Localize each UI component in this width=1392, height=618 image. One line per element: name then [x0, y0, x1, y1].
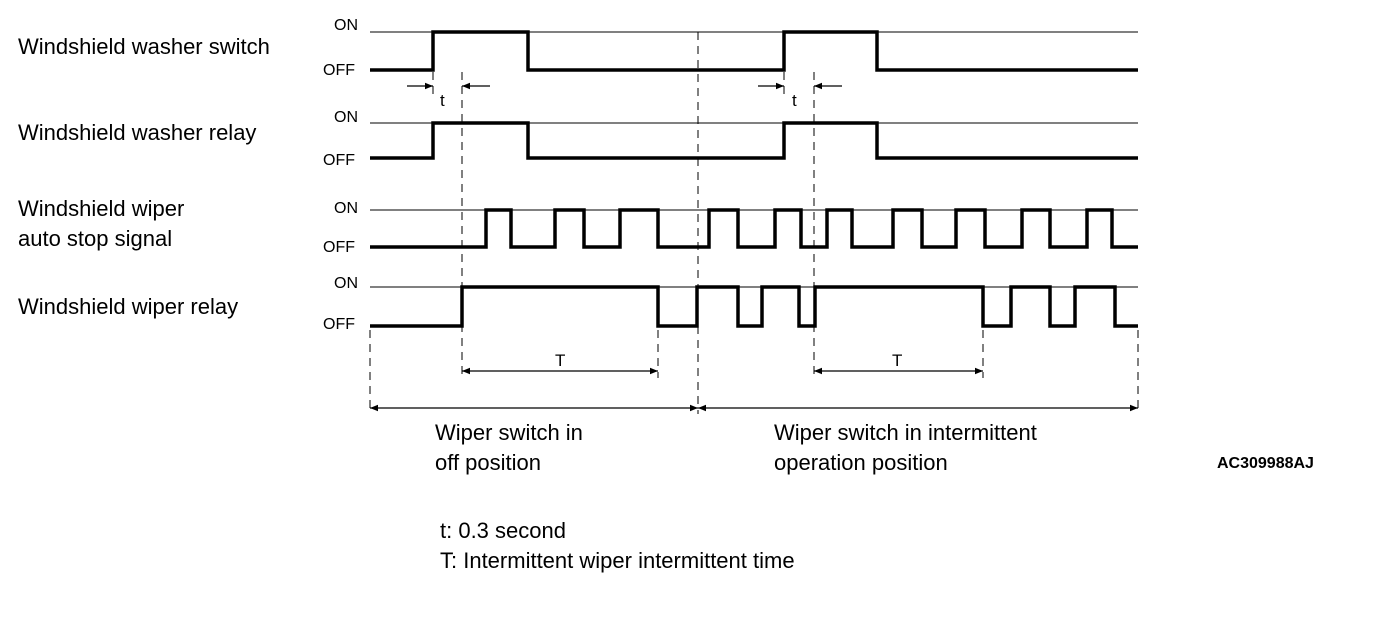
figure-code: AC309988AJ: [1217, 455, 1314, 472]
T-dimension-second: T: [814, 351, 983, 375]
off-position-label-line2: off position: [435, 450, 541, 475]
washer-switch-off-label: OFF: [323, 62, 355, 79]
wiper-relay-off-label: OFF: [323, 316, 355, 333]
auto-stop-on-label: ON: [334, 200, 358, 217]
t-label-first: t: [440, 91, 445, 110]
auto-stop-label-line2: auto stop signal: [18, 226, 172, 251]
washer-switch-on-label: ON: [334, 17, 358, 34]
legend-t: t: 0.3 second: [440, 518, 566, 543]
wiper-relay-label: Windshield wiper relay: [18, 294, 238, 319]
T-label-second: T: [892, 351, 902, 370]
intermittent-label-line1: Wiper switch in intermittent: [774, 420, 1037, 445]
intermittent-label-line2: operation position: [774, 450, 948, 475]
t-label-second: t: [792, 91, 797, 110]
t-dimension-first: t: [407, 82, 490, 110]
washer-relay-off-label: OFF: [323, 152, 355, 169]
washer-relay-on-label: ON: [334, 109, 358, 126]
t-dimension-second: t: [758, 82, 842, 110]
legend-T: T: Intermittent wiper intermittent time: [440, 548, 795, 573]
auto-stop-signal-waveform: [370, 208, 1138, 249]
auto-stop-off-label: OFF: [323, 239, 355, 256]
off-position-label-line1: Wiper switch in: [435, 420, 583, 445]
wiper-relay-on-label: ON: [334, 275, 358, 292]
T-dimension-first: T: [462, 351, 658, 375]
washer-relay-waveform: [370, 121, 1138, 160]
washer-relay-label: Windshield washer relay: [18, 120, 256, 145]
auto-stop-label-line1: Windshield wiper: [18, 196, 184, 221]
washer-switch-label: Windshield washer switch: [18, 34, 270, 59]
T-label-first: T: [555, 351, 565, 370]
washer-switch-waveform: [370, 30, 1138, 72]
wiper-relay-waveform: [370, 285, 1138, 328]
